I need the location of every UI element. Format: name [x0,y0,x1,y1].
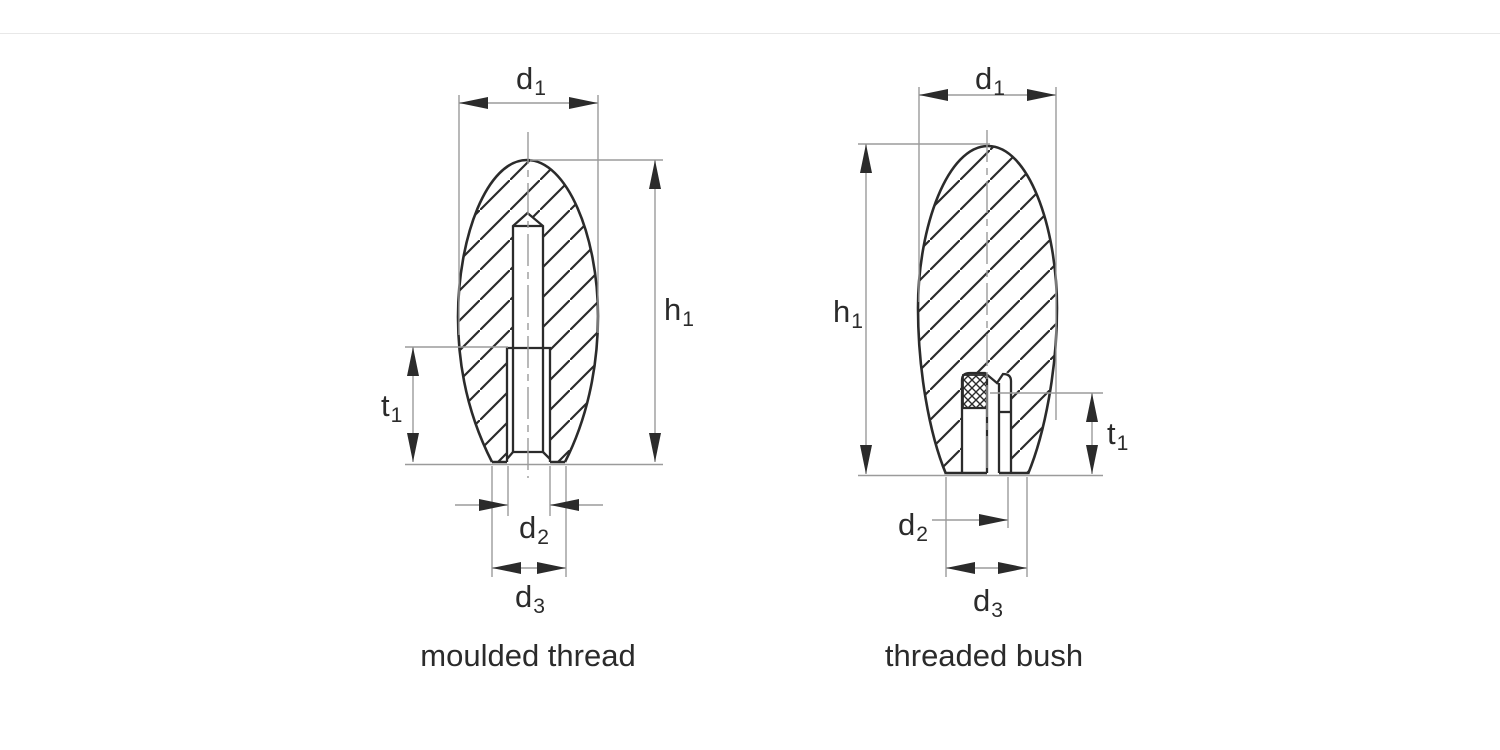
figure-threaded-bush [858,87,1103,577]
dim-label-d2-right: d2 [898,507,928,547]
dim-label-d2-left: d2 [519,510,549,550]
bore-opening [987,468,999,476]
dim-label-d1-left: d1 [516,61,546,101]
dim-label-d3-right: d3 [973,583,1003,623]
dim-label-t1-right: t1 [1107,416,1129,456]
dimension-lines-left [405,95,663,577]
dim-label-h1-left: h1 [664,292,694,332]
dim-label-d1-right: d1 [975,61,1005,101]
dim-label-d3-left: d3 [515,579,545,619]
caption-threaded-bush: threaded bush [884,638,1084,673]
dim-label-h1-right: h1 [833,294,863,334]
dimension-arrowheads-right [860,89,1098,574]
dimension-arrowheads-left [407,97,661,574]
bush-knurl [962,374,988,409]
page-divider [0,33,1500,34]
caption-moulded-thread: moulded thread [420,638,636,673]
figure-moulded-thread [405,95,663,577]
dim-label-t1-left: t1 [381,388,403,428]
